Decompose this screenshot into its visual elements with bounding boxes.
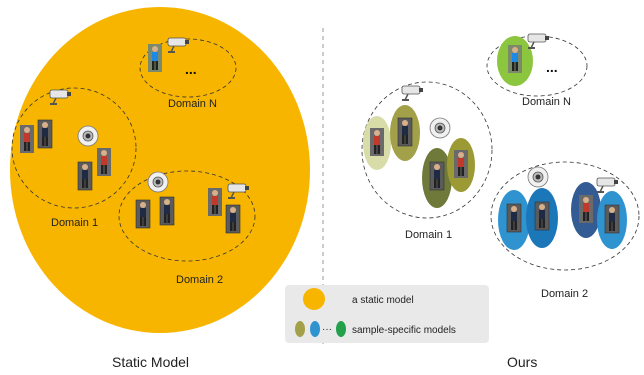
person-photo-icon	[454, 150, 468, 178]
domain-n-boundary	[139, 38, 237, 98]
webcam-icon	[147, 171, 169, 193]
static-model-caption: Static Model	[112, 354, 189, 370]
person-photo-icon	[37, 119, 53, 149]
ours-caption: Ours	[507, 354, 537, 370]
domain-2-label: Domain 2	[176, 274, 223, 286]
domain-2-label: Domain 2	[541, 288, 588, 300]
legend-dots: ···	[322, 324, 332, 335]
person-photo-icon	[148, 44, 162, 72]
person-photo-icon	[208, 188, 222, 216]
domain-n-ellipsis: ...	[185, 61, 197, 77]
person-photo-icon	[506, 203, 522, 233]
domain-2-boundary	[490, 161, 640, 271]
cctv-camera-icon	[596, 177, 619, 194]
domain-n-label: Domain N	[522, 96, 571, 108]
person-photo-icon	[159, 196, 175, 226]
person-photo-icon	[20, 125, 34, 153]
domain-1-label: Domain 1	[51, 217, 98, 229]
person-photo-icon	[534, 201, 550, 231]
person-photo-icon	[225, 204, 241, 234]
legend-green-swatch	[336, 321, 346, 337]
cctv-camera-icon	[401, 85, 424, 102]
person-photo-icon	[77, 161, 93, 191]
legend-box	[285, 285, 489, 343]
person-photo-icon	[370, 128, 384, 156]
right-panel: ... Domain N Domain 1 Domain 2 Ours	[361, 33, 640, 370]
left-panel: ... Domain N Domain 1 Domain 2 Static Mo…	[10, 7, 310, 370]
person-photo-icon	[397, 117, 413, 147]
static-model-blob	[10, 7, 310, 333]
domain-1-label: Domain 1	[405, 229, 452, 241]
person-photo-icon	[97, 148, 111, 176]
legend-olive-swatch	[295, 321, 305, 337]
person-photo-icon	[604, 204, 620, 234]
webcam-icon	[77, 125, 99, 147]
domain-2-boundary	[118, 170, 256, 262]
legend-specific-label: sample-specific models	[352, 325, 456, 336]
domain-n-ellipsis: ...	[546, 59, 558, 75]
webcam-icon	[429, 117, 451, 139]
legend-static-label: a static model	[352, 295, 414, 306]
webcam-icon	[527, 166, 549, 188]
domain-1-boundary	[361, 81, 493, 219]
person-photo-icon	[508, 45, 522, 73]
legend-blue-swatch	[310, 321, 320, 337]
person-photo-icon	[135, 199, 151, 229]
legend: a static model ··· sample-specific model…	[285, 285, 489, 343]
domain-1-boundary	[11, 87, 137, 209]
legend-static-swatch	[303, 288, 325, 310]
person-photo-icon	[429, 161, 445, 191]
domain-n-label: Domain N	[168, 98, 217, 110]
cctv-camera-icon	[527, 33, 550, 50]
person-photo-icon	[579, 195, 593, 223]
